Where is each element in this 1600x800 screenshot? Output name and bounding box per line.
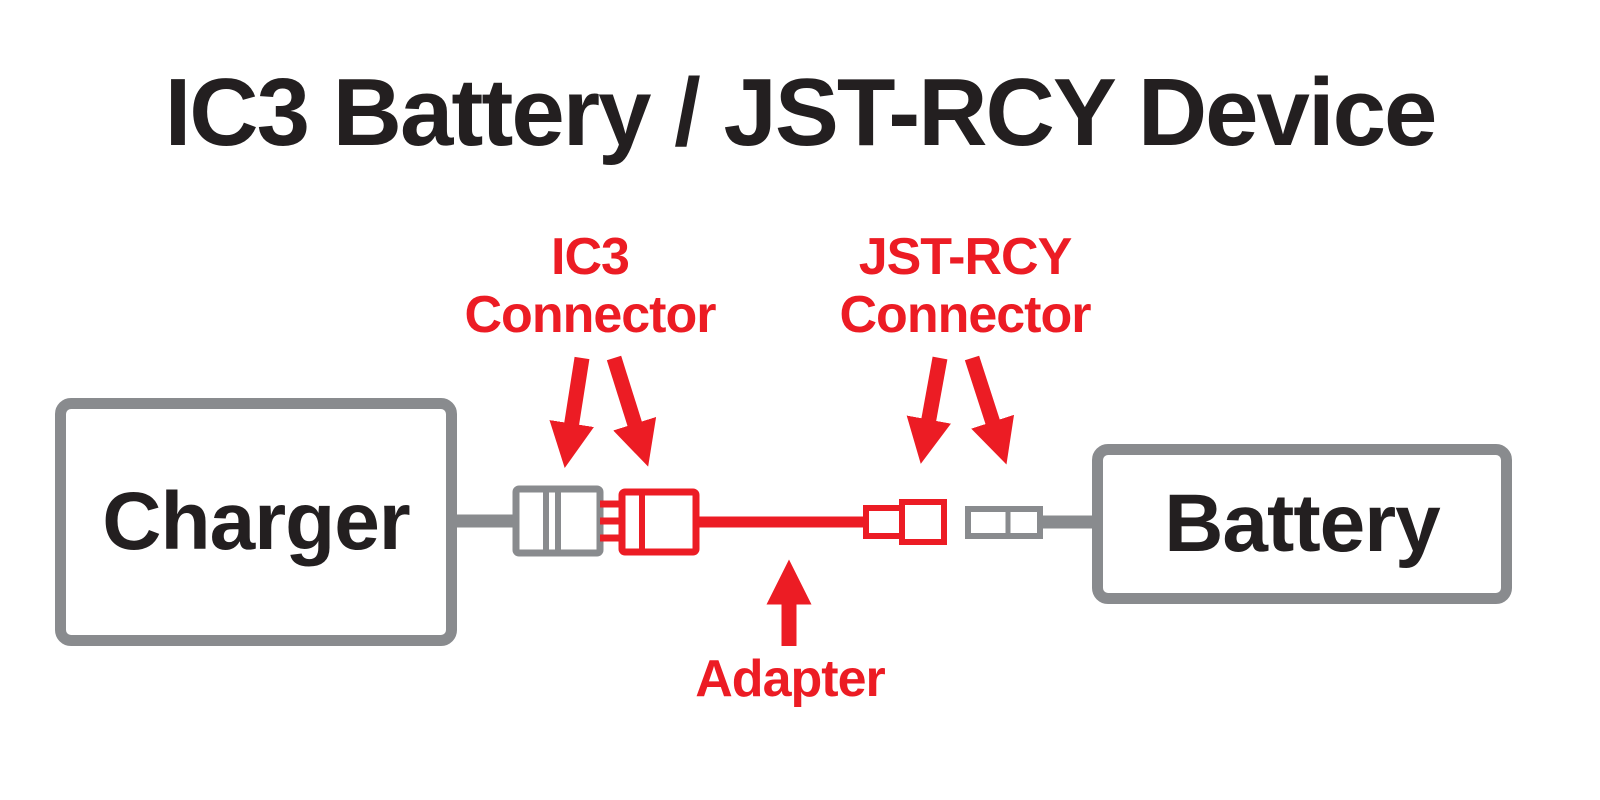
jst-rcy-connector-label-line1: JST-RCY: [858, 228, 1073, 286]
ic3-connector-icon: [600, 488, 700, 556]
jst-rcy-connector-label-line2: Connector: [839, 286, 1092, 344]
charger-box-label: Charger: [102, 476, 410, 567]
jst-rcy-arrow-left-icon: [906, 356, 951, 464]
jst-rcy-arrow-right-icon: [964, 355, 1015, 465]
ic3-arrow-left-icon: [549, 356, 594, 469]
jst-rcy-connector-icon: [863, 499, 947, 545]
ic3-connector-label: IC3 Connector: [430, 228, 750, 344]
charger-connector-icon: [512, 485, 604, 557]
page-title: IC3 Battery / JST-RCY Device: [164, 59, 1438, 166]
charger-box: Charger: [55, 398, 457, 646]
ic3-arrow-right-icon: [606, 355, 657, 467]
adapter-label: Adapter: [695, 650, 885, 708]
ic3-connector-label-line2: Connector: [464, 286, 717, 344]
ic3-connector-label-line1: IC3: [551, 228, 630, 286]
battery-connector-icon: [965, 506, 1043, 539]
battery-box-label: Battery: [1164, 478, 1441, 569]
battery-box: Battery: [1092, 444, 1512, 604]
jst-rcy-connector-label: JST-RCY Connector: [800, 228, 1130, 344]
